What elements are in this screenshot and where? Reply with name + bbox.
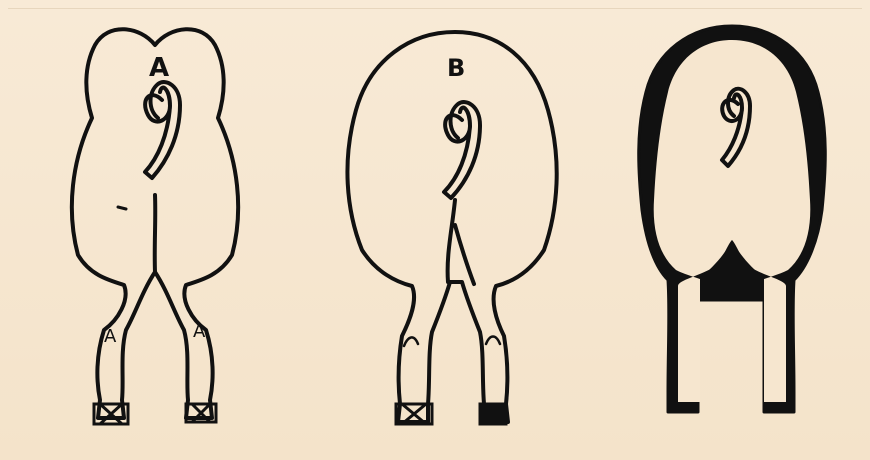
figure-a: A A A (72, 29, 238, 424)
figure-b-center-seam (448, 200, 474, 284)
figure-b-label: B (447, 54, 465, 82)
figure-c-right-leg-inner (766, 290, 786, 402)
figure-a-left-leg-label: A (104, 326, 117, 347)
figure-b-left-hock (404, 337, 418, 346)
figure-c-left-leg-inner (678, 290, 698, 402)
figure-b-right-hoof (480, 404, 506, 424)
figure-c (639, 26, 826, 412)
figure-b-tail (444, 102, 480, 198)
figure-b: B (347, 32, 556, 424)
figure-a-center-seam (155, 195, 156, 272)
figure-a-right-leg-label: A (193, 321, 206, 342)
figure-a-tail (145, 82, 180, 178)
figure-a-mark (118, 207, 126, 209)
figure-a-label: A (149, 53, 169, 83)
figure-b-right-hock (486, 337, 500, 345)
